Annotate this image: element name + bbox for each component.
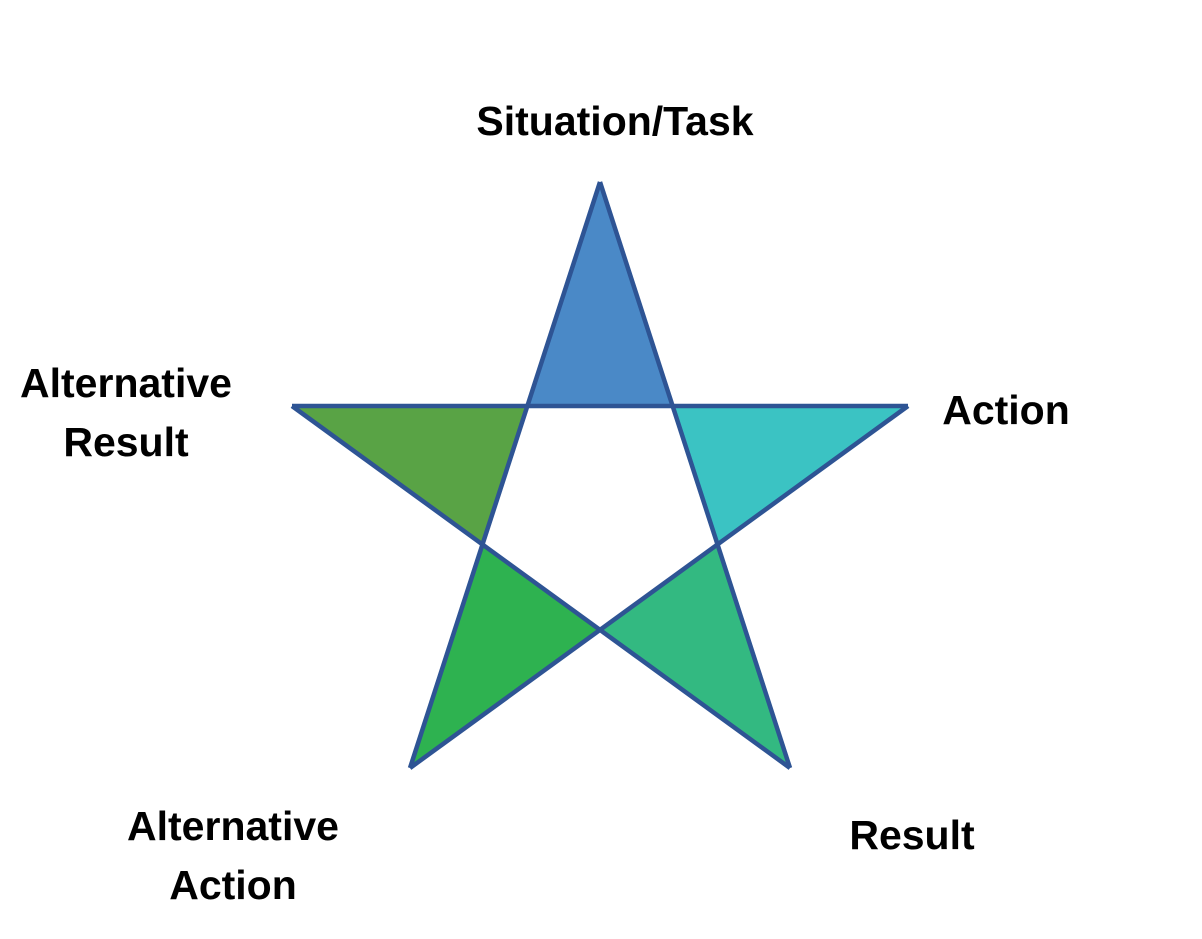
star-point-bottom-left: [410, 544, 600, 768]
star-outline: [290, 181, 910, 770]
label-alternative-action: Alternative Action: [127, 803, 339, 909]
star-point-top: [527, 182, 673, 406]
star-point-left: [292, 405, 528, 545]
label-situation-task: Situation/Task: [476, 98, 754, 144]
star-point-bottom-right: [600, 544, 790, 768]
label-result: Result: [849, 812, 975, 858]
label-action: Action: [942, 387, 1070, 433]
star-point-right: [672, 405, 908, 545]
label-alternative-result: Alternative Result: [20, 360, 232, 466]
